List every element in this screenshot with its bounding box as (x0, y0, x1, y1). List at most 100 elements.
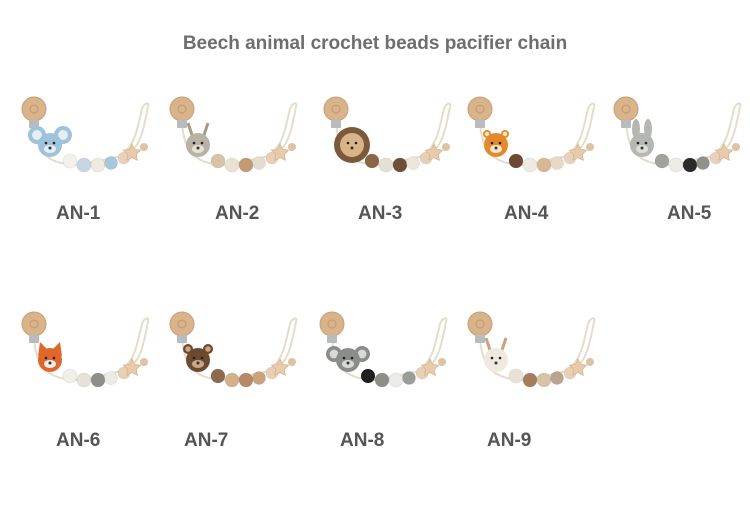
star-bead (122, 143, 142, 162)
product-code: AN-3 (358, 203, 403, 224)
bead (252, 371, 266, 385)
product-image (466, 310, 596, 440)
pacifier-chain-illustration (613, 96, 742, 173)
cord (625, 102, 742, 167)
bead (508, 153, 524, 169)
nose (196, 361, 200, 365)
bead (104, 371, 118, 385)
product-code: AN-7 (184, 430, 229, 451)
page-title: Beech animal crochet beads pacifier chai… (182, 33, 568, 54)
metal-clasp (29, 120, 39, 128)
end-bead (140, 358, 148, 366)
eye (354, 141, 358, 145)
inner-ear (32, 130, 42, 140)
nose (48, 146, 52, 150)
bead (104, 156, 118, 170)
bead (364, 153, 380, 169)
product-image (168, 95, 298, 225)
bead (522, 157, 538, 173)
pacifier-chain-illustration (169, 96, 298, 173)
wooden-clip (323, 96, 349, 122)
inner-ear (205, 346, 211, 352)
cord (181, 102, 298, 167)
end-bead (586, 143, 594, 151)
bead (252, 156, 266, 170)
metal-clasp (177, 120, 187, 128)
bead (378, 157, 394, 173)
inner-ear (185, 346, 191, 352)
bead (654, 153, 670, 169)
clip-ring (475, 104, 485, 114)
inner-ear (357, 349, 367, 359)
star-bead (122, 358, 142, 377)
eye (192, 356, 196, 360)
wooden-clip (613, 96, 639, 122)
eye (52, 141, 56, 145)
star-bead (714, 143, 734, 162)
ear (38, 342, 62, 356)
product-code: AN-1 (56, 203, 101, 224)
wooden-clip (21, 311, 47, 337)
product-code: AN-4 (504, 203, 549, 224)
bead (224, 157, 240, 173)
metal-clasp (475, 120, 485, 128)
clip-ring (331, 104, 341, 114)
product-image (322, 95, 452, 225)
cord (33, 102, 150, 167)
end-bead (288, 143, 296, 151)
cord (331, 317, 448, 382)
end-bead (288, 358, 296, 366)
cord (33, 317, 150, 382)
product-image (318, 310, 448, 440)
metal-clasp (177, 335, 187, 343)
eye (192, 141, 196, 145)
bead (210, 368, 226, 384)
metal-clasp (327, 335, 337, 343)
pacifier-chain-illustration (467, 311, 596, 388)
bead (224, 372, 240, 388)
pacifier-chain-illustration (21, 96, 150, 173)
bead (406, 156, 420, 170)
bead (76, 157, 92, 173)
bead (388, 372, 404, 388)
bead (682, 157, 698, 173)
metal-clasp (29, 335, 39, 343)
eye (44, 356, 48, 360)
product-image (168, 310, 298, 440)
eye (498, 356, 502, 360)
antler (484, 337, 508, 351)
eye (490, 356, 494, 360)
bead (62, 153, 78, 169)
metal-clasp (331, 120, 341, 128)
clip-ring (177, 319, 187, 329)
clip-ring (177, 104, 187, 114)
wooden-clip (169, 96, 195, 122)
product-image (612, 95, 742, 225)
star-bead (420, 358, 440, 377)
eye (490, 141, 494, 145)
wooden-clip (319, 311, 345, 337)
end-bead (140, 143, 148, 151)
bead (360, 368, 376, 384)
antler (186, 122, 210, 136)
bead (76, 372, 92, 388)
pacifier-chain-illustration (169, 311, 298, 388)
inner-ear (502, 131, 508, 137)
product-code: AN-2 (215, 203, 260, 224)
bead (550, 371, 564, 385)
clip-ring (29, 104, 39, 114)
eye (200, 141, 204, 145)
wooden-clip (467, 96, 493, 122)
eye (350, 356, 354, 360)
eye (200, 356, 204, 360)
bead (536, 157, 552, 173)
end-bead (586, 358, 594, 366)
star-bead (568, 358, 588, 377)
nose (48, 361, 52, 365)
wooden-clip (467, 311, 493, 337)
bead (90, 157, 106, 173)
nose (494, 361, 498, 365)
end-bead (438, 358, 446, 366)
product-code: AN-9 (487, 430, 532, 451)
cord (479, 317, 596, 382)
